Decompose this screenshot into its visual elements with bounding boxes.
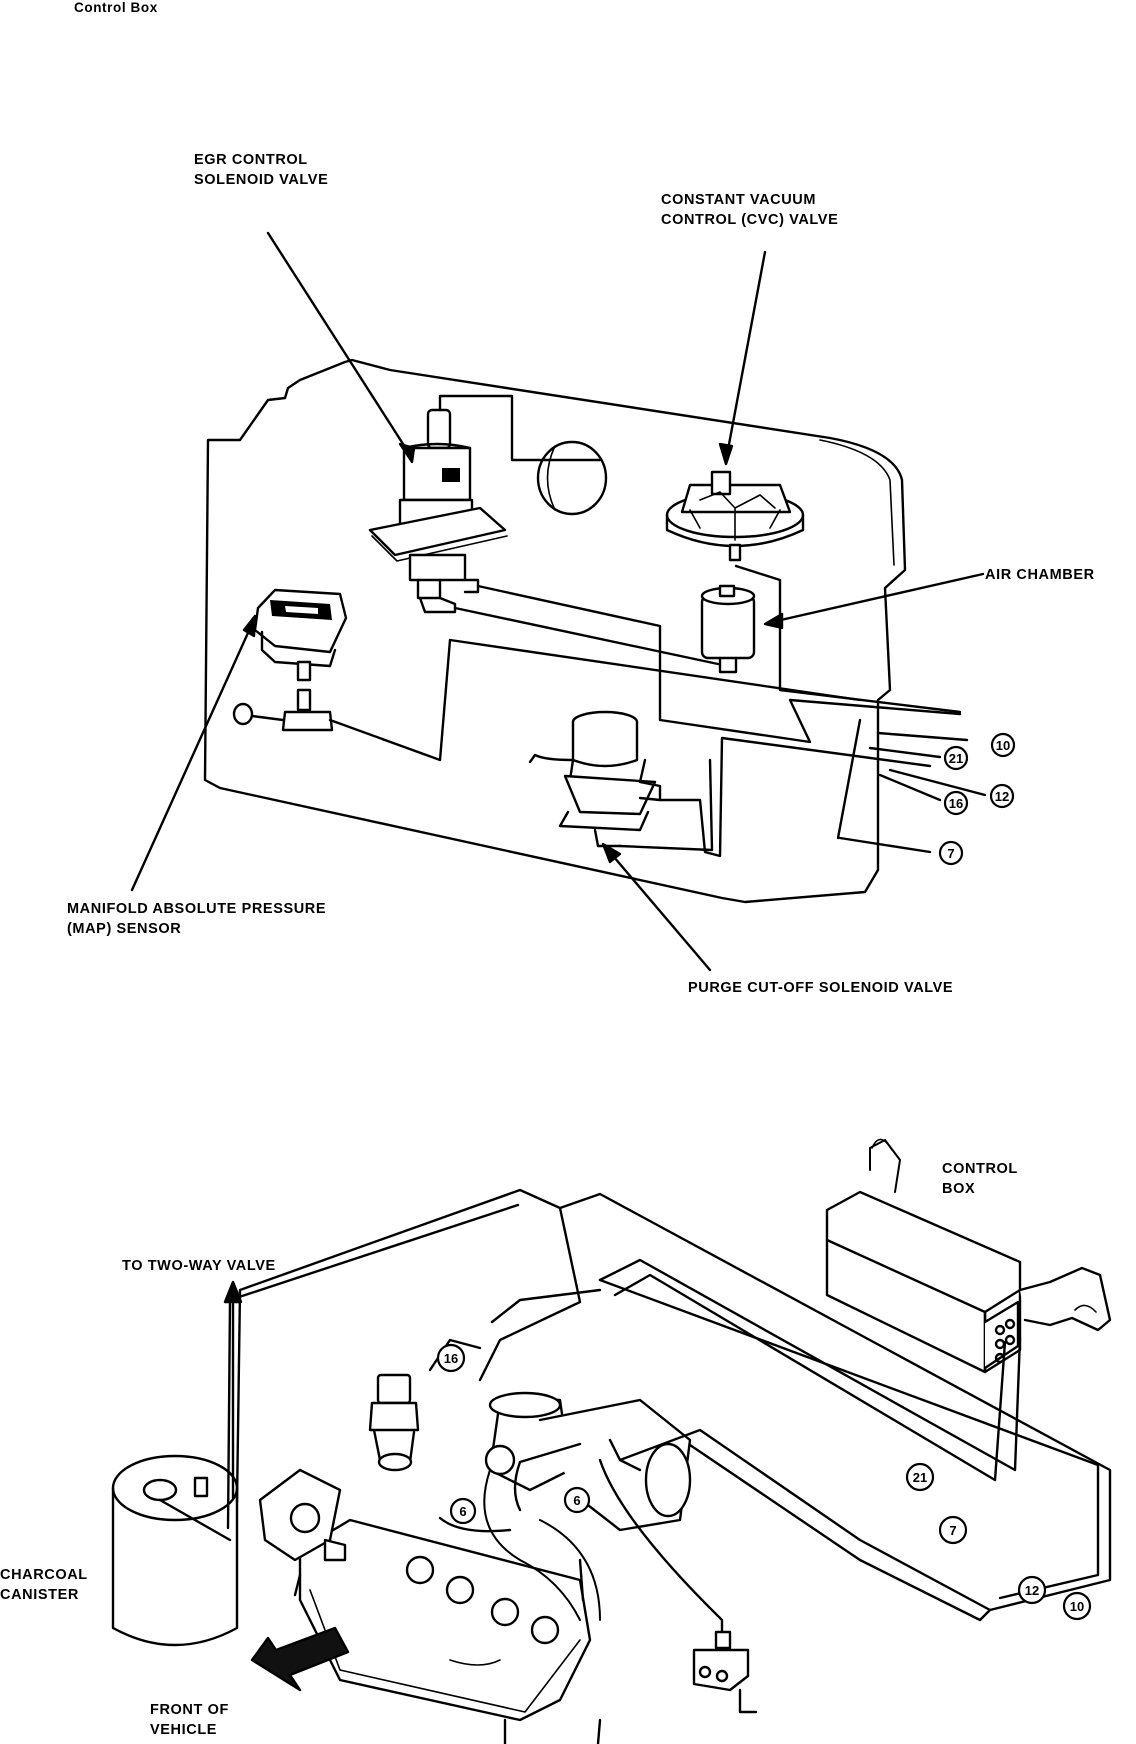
cvc-arrowhead bbox=[718, 442, 734, 466]
air-chamber-leader bbox=[770, 572, 985, 624]
front-of-vehicle-arrow bbox=[250, 1626, 350, 1692]
vacuum-reservoir bbox=[536, 440, 608, 516]
cvc-valve bbox=[665, 470, 805, 562]
hose-number-16-top: 16 bbox=[949, 796, 963, 811]
pointer-hose-16 bbox=[878, 773, 942, 802]
control-box-housing bbox=[203, 358, 907, 904]
hose-number-7-bottom: 7 bbox=[949, 1523, 956, 1538]
page-title: Control Box bbox=[74, 0, 158, 15]
hose-number-7-top: 7 bbox=[947, 846, 954, 861]
air-chamber-label: AIR CHAMBER bbox=[985, 567, 1095, 583]
charcoal-canister bbox=[111, 1454, 239, 1647]
throttle-body bbox=[483, 1391, 692, 1621]
map-sensor bbox=[232, 588, 348, 732]
purge-cut-off-solenoid-valve bbox=[528, 710, 662, 848]
purge-arrowhead bbox=[601, 842, 622, 864]
hose-number-12-bottom: 12 bbox=[1025, 1583, 1039, 1598]
map-sensor-label: MANIFOLD ABSOLUTE PRESSURE (MAP) SENSOR bbox=[67, 901, 327, 937]
egr-valve bbox=[368, 1373, 420, 1472]
control-box-label: CONTROL BOX bbox=[942, 1161, 1018, 1197]
engine-valve-cover bbox=[258, 1468, 592, 1722]
air-chamber bbox=[700, 584, 756, 674]
hose-number-12-top: 12 bbox=[995, 789, 1009, 804]
two-way-valve-arrowhead bbox=[223, 1280, 243, 1304]
front-of-vehicle-label: FRONT OF VEHICLE bbox=[150, 1702, 229, 1738]
two-way-valve-label: TO TWO-WAY VALVE bbox=[122, 1258, 276, 1274]
hose-number-10-bottom: 10 bbox=[1070, 1599, 1084, 1614]
purge-leader bbox=[606, 848, 712, 972]
hose-number-21-top: 21 bbox=[949, 751, 963, 766]
bottom-hoses bbox=[226, 1188, 1112, 1744]
air-chamber-arrowhead bbox=[763, 612, 784, 630]
hose-number-10-top: 10 bbox=[996, 738, 1010, 753]
pressure-regulator bbox=[692, 1630, 758, 1714]
egr-leader bbox=[266, 231, 414, 460]
egr-control-solenoid-valve bbox=[368, 408, 508, 614]
pointer-hose-21 bbox=[868, 746, 942, 759]
map-leader bbox=[130, 622, 254, 892]
cvc-leader bbox=[725, 250, 767, 457]
pointer-hose-12 bbox=[888, 768, 987, 797]
purge-cut-off-solenoid-valve-label: PURGE CUT-OFF SOLENOID VALVE bbox=[688, 980, 954, 996]
egr-arrowhead bbox=[398, 442, 416, 464]
map-arrowhead bbox=[242, 614, 257, 638]
hose-number-circles bbox=[436, 732, 1092, 1621]
egr-control-solenoid-valve-label: EGR CONTROL SOLENOID VALVE bbox=[194, 152, 329, 188]
pointer-hose-7 bbox=[838, 836, 932, 854]
hose-number-6b-bottom: 6 bbox=[573, 1493, 580, 1508]
top-hoses bbox=[328, 394, 962, 858]
cvc-valve-label: CONSTANT VACUUM CONTROL (CVC) VALVE bbox=[661, 192, 839, 228]
charcoal-canister-label: CHARCOAL CANISTER bbox=[0, 1567, 88, 1603]
pointer-hose-10 bbox=[876, 731, 969, 742]
hose-number-16-bottom: 16 bbox=[444, 1351, 458, 1366]
hose-number-21-bottom: 21 bbox=[913, 1470, 927, 1485]
hose-number-6a-bottom: 6 bbox=[459, 1504, 466, 1519]
control-box-3d bbox=[825, 1138, 1112, 1374]
control-box-housing-inner-edge bbox=[819, 439, 895, 566]
